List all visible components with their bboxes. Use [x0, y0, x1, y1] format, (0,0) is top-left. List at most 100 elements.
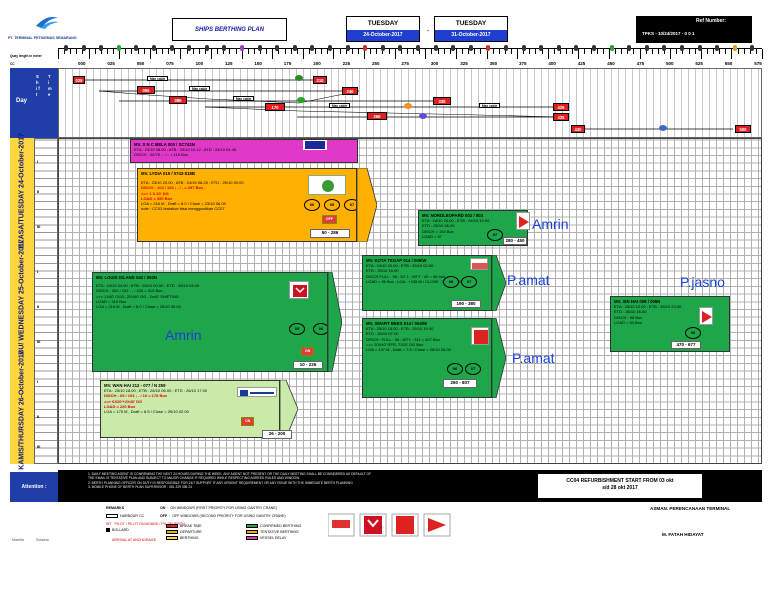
- vessel-arrow-v8: [280, 380, 298, 438]
- vessel-disch: DISCH : 104 / 193 ; - / - = 297 Box ,: [141, 185, 206, 191]
- carrier-logo-icon: [474, 330, 488, 344]
- vessel-block-v5[interactable]: MV. LOUIS ISLAND 042 / 053N ETA : 24/10 …: [92, 272, 328, 372]
- crane-assignment[interactable]: 06: [685, 327, 701, 339]
- shipping-line-logo: [237, 387, 277, 397]
- vessel-arrow-v4: [492, 255, 506, 311]
- crane-chip[interactable]: 430: [571, 125, 585, 133]
- date-separator: -: [427, 28, 430, 35]
- ruler-label: 175: [283, 61, 292, 66]
- max-cable-label: Max cable: [189, 86, 211, 91]
- berth-range: 260 - 807: [443, 379, 477, 388]
- vessel-eta: ETA : 23/10 20.00 ; ATB : 24/10 08.25 ; …: [141, 180, 244, 186]
- window-status-badge: ON: [301, 347, 315, 357]
- crane-chip[interactable]: 425: [553, 113, 569, 121]
- crane-chip[interactable]: 240: [342, 87, 358, 95]
- crane-chip[interactable]: 055: [137, 86, 155, 94]
- vessel-block-v6[interactable]: MV. SMART BEES 014 / 004/W ETA : 25/10 1…: [362, 318, 492, 398]
- crane-assignment[interactable]: 06: [443, 276, 459, 288]
- shipping-line-logo: [471, 327, 489, 345]
- vessel-extra: DISCH FULL : 96 ; 20' 1 ; MTY : 40 = 96 …: [366, 273, 445, 279]
- attention-label: Attention :: [10, 472, 58, 502]
- crane-chip[interactable]: 265: [367, 112, 387, 120]
- ruler-tick: [143, 49, 145, 54]
- crane-assignment[interactable]: 06: [313, 323, 327, 335]
- ruler-tick: [627, 49, 629, 54]
- ruler-tick: [633, 49, 635, 54]
- crane-assignment[interactable]: 07: [344, 199, 356, 211]
- max-cable-label: Max cable: [479, 103, 501, 108]
- ruler-label: 050: [136, 61, 145, 66]
- ruler-tick: [584, 49, 586, 54]
- shift-header: S h i f t: [36, 74, 40, 97]
- crane-assignment[interactable]: 05: [324, 199, 340, 211]
- crane-chip[interactable]: 500: [735, 125, 751, 133]
- vessel-arrow-v6: [492, 318, 506, 398]
- ruler-tick: [406, 49, 408, 54]
- legend-arrival: ARRIVAL AT ANCHORAGE: [112, 538, 157, 542]
- bollard-icon: [310, 45, 315, 51]
- break-swatch: [166, 524, 178, 529]
- bollard-icon: [187, 45, 192, 51]
- vessel-block-v2[interactable]: MV. LYDIA 015 / 0743-018B ETA : 23/10 20…: [137, 168, 357, 242]
- shift-number: I: [37, 159, 39, 164]
- crane-chip[interactable]: 170: [265, 103, 285, 111]
- ruler-tick: [284, 49, 286, 54]
- shift-number: III: [37, 224, 41, 229]
- crane-chip[interactable]: 210: [313, 76, 327, 84]
- ruler-tick: [296, 49, 298, 54]
- vessel-load: LOAD = 310 Box: [96, 298, 127, 304]
- crane-assignment[interactable]: 06: [304, 199, 320, 211]
- legend-remarks: REMARKS: [106, 506, 125, 510]
- ruler-tick: [449, 49, 451, 54]
- bollard-icon: [539, 45, 544, 51]
- carrier-logos-icon: [327, 513, 451, 537]
- ruler-tick: [725, 49, 727, 54]
- carrier-logo-icon: [293, 285, 307, 297]
- max-cable-label: Max cable: [329, 103, 351, 108]
- shift-number: III: [37, 444, 41, 449]
- vessel-block-v3[interactable]: MV. NORDLEOPARD 002 / 003 ETA : 24/10 20…: [418, 210, 528, 246]
- crane-chip[interactable]: 335: [433, 97, 451, 105]
- crane-chip[interactable]: 025: [73, 76, 85, 84]
- crane-assignment[interactable]: 05: [289, 323, 305, 335]
- bollard-icon: [627, 45, 632, 51]
- ruler-tick: [749, 49, 751, 54]
- vessel-load: ==> 20X40' RFR, 7X20' DG Box: [366, 341, 424, 347]
- vessel-eta: ETA : 24/10 20.00 ; ETB : 25/10 02.00: [366, 263, 434, 269]
- tentative-swatch: [246, 530, 258, 535]
- shift-number: II: [37, 414, 40, 419]
- ruler-tick: [535, 49, 537, 54]
- ruler-label: 075: [166, 61, 174, 66]
- crane-assignment[interactable]: 07: [487, 229, 503, 241]
- ruler-tick: [198, 49, 200, 54]
- vessel-loa: LOA = 175 M , Draft = 8.5 / Close = 25/1…: [104, 409, 189, 415]
- crane-assignment[interactable]: 07: [461, 276, 477, 288]
- ruler-label: 400: [548, 61, 556, 66]
- ruler-tick: [357, 49, 359, 54]
- ruler-tick: [731, 49, 733, 59]
- bollard-icon: [240, 45, 244, 51]
- company-logo: PT. TERMINAL PETIKEMAS SEMARANG: [8, 14, 98, 40]
- departure-swatch: [166, 530, 178, 535]
- ruler-label: 250: [372, 61, 380, 66]
- bollard-icon: [152, 45, 156, 51]
- crane-assignment[interactable]: 06: [447, 363, 463, 375]
- ruler-tick: [58, 49, 59, 59]
- vessel-block-v8[interactable]: MV. WAN HAI 212 - 077 / N 259 ETA : 25/1…: [100, 380, 280, 438]
- crane-chip[interactable]: 085: [169, 96, 187, 104]
- vessel-block-v1[interactable]: MV. S N C BELA 000 / SC742N ETA : 23/10 …: [130, 139, 358, 163]
- ruler-label: 325: [460, 61, 468, 66]
- legend-small-1: Marella: [12, 538, 24, 542]
- crane-assignment[interactable]: 07: [465, 363, 481, 375]
- ruler-tick: [743, 49, 745, 54]
- ruler-tick: [70, 49, 72, 54]
- vessel-eta: ETA : 25/10 12.00 ; ETB : 25/10 23.00: [614, 304, 682, 310]
- crane-movement-strip: 025 055 085 170 265 210 240 335 425 425 …: [58, 68, 762, 138]
- vessel-block-v7[interactable]: MV. XIN HAI 009 / 009N ETA : 25/10 12.00…: [610, 296, 730, 352]
- vessel-eta: ETA : 24/10 20.00 ; ETB : 24/10 19.00: [422, 218, 490, 224]
- ruler-tick: [719, 49, 721, 54]
- vessel-loa: LOA = 216 M , Draft = 8.0 / Close = 23/1…: [141, 201, 226, 207]
- ruler-label: 475: [636, 61, 645, 66]
- crane-chip[interactable]: 425: [553, 103, 569, 111]
